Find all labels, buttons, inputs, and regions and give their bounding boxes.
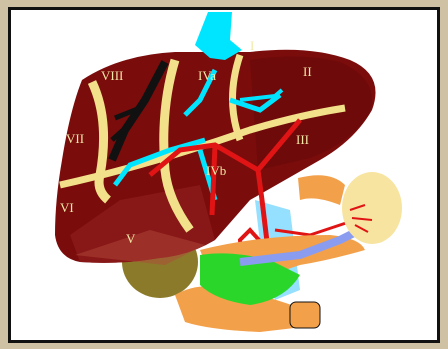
segment-label-vii: VII (66, 131, 84, 146)
segment-label-i: I (250, 38, 254, 53)
spleen (342, 172, 402, 244)
segment-label-vi: VI (60, 200, 74, 215)
segment-label-iva: IVa (198, 68, 216, 83)
segment-label-v: V (126, 231, 136, 246)
duodenum-end (290, 302, 320, 328)
segment-label-iii: III (296, 132, 309, 147)
segment-label-ii: II (303, 64, 312, 79)
segment-label-viii: VIII (101, 68, 123, 83)
segment-label-ivb: IVb (206, 163, 226, 178)
